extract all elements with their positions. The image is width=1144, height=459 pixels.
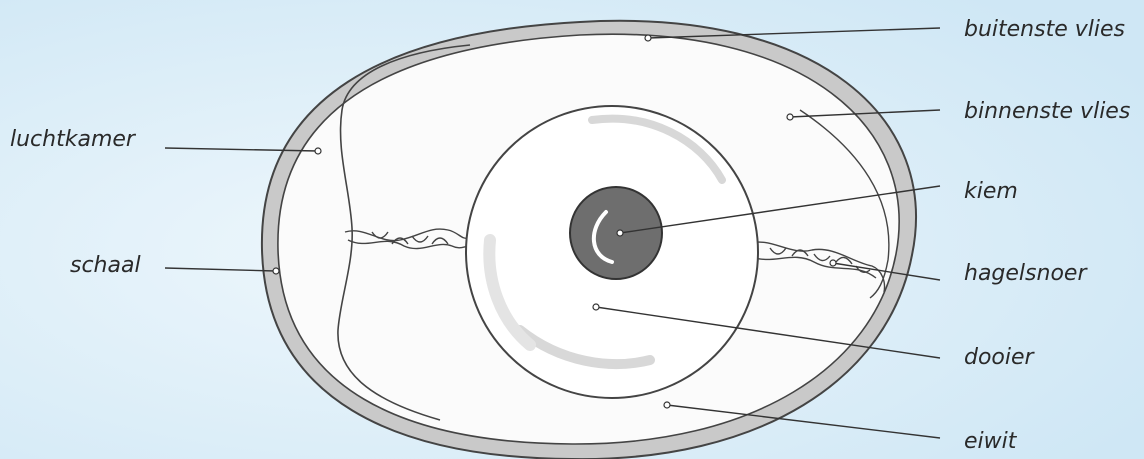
label-buitenste-vlies: buitenste vlies	[964, 17, 1125, 42]
label-eiwit: eiwit	[964, 429, 1018, 454]
label-schaal: schaal	[70, 253, 141, 278]
label-luchtkamer: luchtkamer	[10, 127, 137, 152]
label-binnenste-vlies: binnenste vlies	[964, 99, 1130, 124]
germinal-disc	[570, 187, 662, 279]
label-hagelsnoer: hagelsnoer	[964, 261, 1088, 286]
label-dooier: dooier	[964, 345, 1036, 370]
label-kiem: kiem	[964, 179, 1018, 204]
